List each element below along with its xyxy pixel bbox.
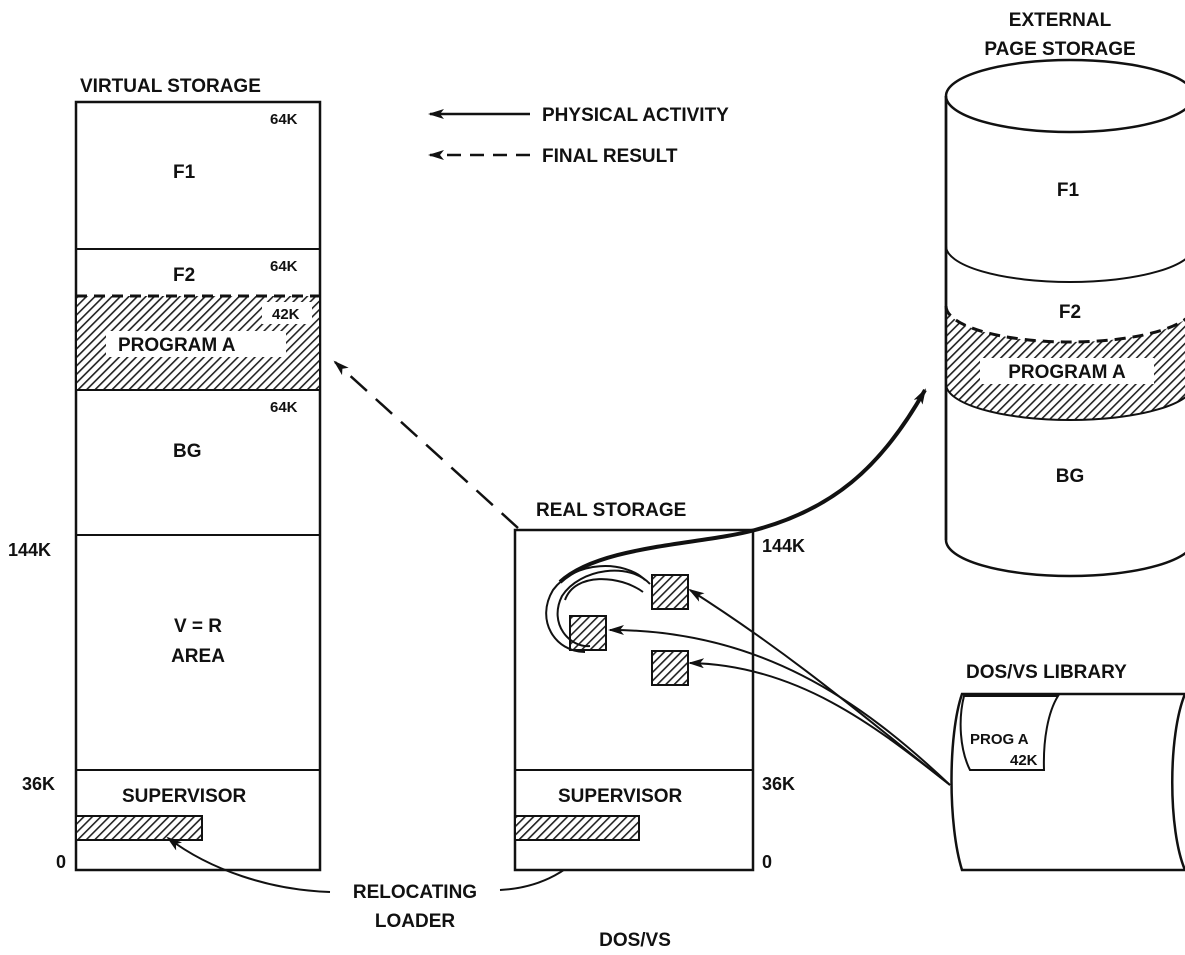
real-page-frame bbox=[652, 575, 688, 609]
virtual-program-size: 42K bbox=[272, 306, 300, 323]
legend-final-label: FINAL RESULT bbox=[542, 146, 678, 167]
virtual-bg-size: 64K bbox=[270, 399, 298, 416]
virtual-f1-label: F1 bbox=[173, 162, 196, 183]
virtual-f2-label: F2 bbox=[173, 265, 195, 286]
real-addr-36k: 36K bbox=[762, 774, 795, 794]
external-bg-label: BG bbox=[1056, 466, 1085, 487]
virtual-addr-36k: 36K bbox=[22, 774, 55, 794]
loader-line2: LOADER bbox=[375, 911, 456, 932]
virtual-addr-0: 0 bbox=[56, 852, 66, 872]
virtual-vr-line1: V = R bbox=[174, 616, 222, 637]
virtual-storage-title: VIRTUAL STORAGE bbox=[80, 76, 261, 97]
legend-physical-label: PHYSICAL ACTIVITY bbox=[542, 105, 729, 126]
library-prog-size: 42K bbox=[1010, 752, 1038, 769]
bottom-caption: DOS/VS bbox=[599, 930, 671, 951]
virtual-storage: VIRTUAL STORAGE 64K F1 64K F2 42K PROGRA… bbox=[8, 76, 320, 872]
virtual-bg-label: BG bbox=[173, 441, 202, 462]
external-cylinder-top bbox=[946, 60, 1185, 132]
real-page-frame bbox=[570, 616, 606, 650]
virtual-f2-size: 64K bbox=[270, 258, 298, 275]
external-f1-label: F1 bbox=[1057, 180, 1080, 201]
real-loader-block bbox=[515, 816, 639, 840]
loader-line1: RELOCATING bbox=[353, 882, 477, 903]
external-title-line2: PAGE STORAGE bbox=[984, 39, 1135, 60]
library-prog-label: PROG A bbox=[970, 731, 1029, 748]
real-addr-144k: 144K bbox=[762, 536, 805, 556]
real-page-frame bbox=[652, 651, 688, 685]
real-storage-title: REAL STORAGE bbox=[536, 500, 686, 521]
virtual-f1-size: 64K bbox=[270, 111, 298, 128]
dos-vs-library: DOS/VS LIBRARY PROG A 42K bbox=[952, 662, 1185, 870]
real-addr-0: 0 bbox=[762, 852, 772, 872]
virtual-loader-block bbox=[76, 816, 202, 840]
external-program-label: PROGRAM A bbox=[1008, 362, 1126, 383]
real-supervisor-label: SUPERVISOR bbox=[558, 786, 683, 807]
virtual-supervisor-label: SUPERVISOR bbox=[122, 786, 247, 807]
legend: PHYSICAL ACTIVITY FINAL RESULT bbox=[430, 105, 729, 167]
virtual-addr-144k: 144K bbox=[8, 540, 51, 560]
virtual-program-label: PROGRAM A bbox=[118, 335, 236, 356]
final-result-dashed-arrow bbox=[335, 362, 518, 528]
external-title-line1: EXTERNAL bbox=[1009, 10, 1112, 31]
real-storage: REAL STORAGE 144K 36K SUPERVISOR 0 DOS/V… bbox=[515, 500, 805, 951]
virtual-vr-line2: AREA bbox=[171, 646, 225, 667]
external-f2-label: F2 bbox=[1059, 302, 1081, 323]
external-page-storage: EXTERNAL PAGE STORAGE F1 F2 PROGRAM A BG bbox=[946, 10, 1185, 576]
virtual-storage-column bbox=[76, 102, 320, 870]
library-title: DOS/VS LIBRARY bbox=[966, 662, 1127, 683]
